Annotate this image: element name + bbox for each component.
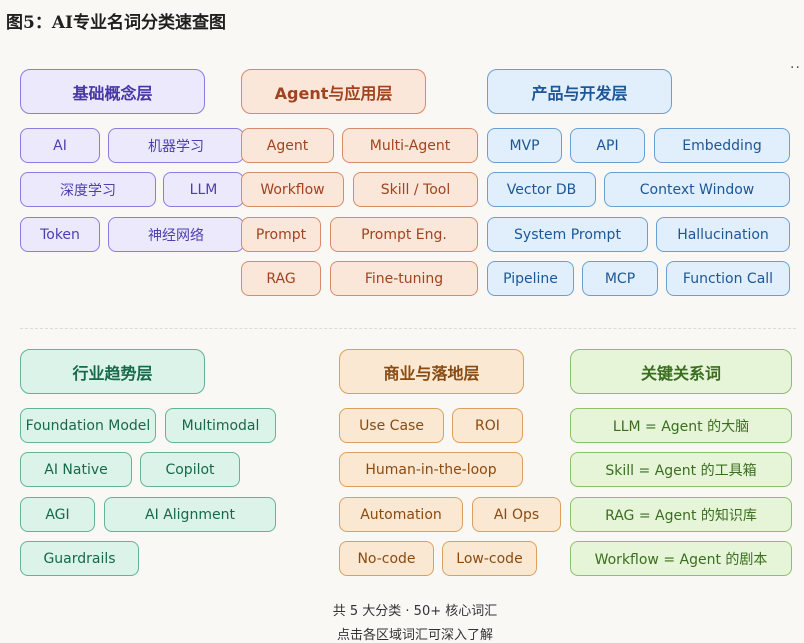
chip-rag[interactable]: RAG xyxy=(241,261,321,296)
chip-api[interactable]: API xyxy=(570,128,645,163)
chip-guardrails[interactable]: Guardrails xyxy=(20,541,139,576)
section-product-header: 产品与开发层 xyxy=(487,69,672,114)
chip-automation[interactable]: Automation xyxy=(339,497,463,532)
chip-roi[interactable]: ROI xyxy=(452,408,523,443)
section-divider xyxy=(20,328,796,329)
chip-token[interactable]: Token xyxy=(20,217,100,252)
chip-agent[interactable]: Agent xyxy=(241,128,334,163)
chip-mvp[interactable]: MVP xyxy=(487,128,562,163)
chip-workflow[interactable]: Workflow xyxy=(241,172,344,207)
chip-ai-native[interactable]: AI Native xyxy=(20,452,132,487)
chip-pipeline[interactable]: Pipeline xyxy=(487,261,574,296)
chip-ai[interactable]: AI xyxy=(20,128,100,163)
chip-system-prompt[interactable]: System Prompt xyxy=(487,217,648,252)
section-agent-header: Agent与应用层 xyxy=(241,69,426,114)
chip-deep-learning[interactable]: 深度学习 xyxy=(20,172,156,207)
chip-function-call[interactable]: Function Call xyxy=(666,261,790,296)
chip-fine-tuning[interactable]: Fine-tuning xyxy=(330,261,478,296)
chip-mcp[interactable]: MCP xyxy=(582,261,658,296)
figure-title: 图5：AI专业名词分类速查图 xyxy=(6,13,226,33)
section-relations-header: 关键关系词 xyxy=(570,349,792,394)
more-options-icon[interactable]: ·· xyxy=(790,60,801,76)
footer-hint: 点击各区域词汇可深入了解 xyxy=(336,628,493,643)
chip-use-case[interactable]: Use Case xyxy=(339,408,444,443)
chip-relation-skill[interactable]: Skill = Agent 的工具箱 xyxy=(570,452,792,487)
chip-embedding[interactable]: Embedding xyxy=(654,128,790,163)
chip-relation-rag[interactable]: RAG = Agent 的知识库 xyxy=(570,497,792,532)
chip-relation-workflow[interactable]: Workflow = Agent 的剧本 xyxy=(570,541,792,576)
chip-skill-tool[interactable]: Skill / Tool xyxy=(353,172,478,207)
chip-ai-alignment[interactable]: AI Alignment xyxy=(104,497,276,532)
chip-foundation-model[interactable]: Foundation Model xyxy=(20,408,156,443)
section-business-header: 商业与落地层 xyxy=(339,349,524,394)
chip-context-window[interactable]: Context Window xyxy=(604,172,790,207)
footer-summary: 共 5 大分类 · 50+ 核心词汇 xyxy=(332,604,498,619)
chip-copilot[interactable]: Copilot xyxy=(140,452,240,487)
section-trend-header: 行业趋势层 xyxy=(20,349,205,394)
chip-vector-db[interactable]: Vector DB xyxy=(487,172,596,207)
chip-ai-ops[interactable]: AI Ops xyxy=(472,497,561,532)
chip-agi[interactable]: AGI xyxy=(20,497,95,532)
chip-low-code[interactable]: Low-code xyxy=(442,541,537,576)
chip-no-code[interactable]: No-code xyxy=(339,541,434,576)
chip-prompt[interactable]: Prompt xyxy=(241,217,321,252)
chip-relation-llm[interactable]: LLM = Agent 的大脑 xyxy=(570,408,792,443)
chip-human-in-the-loop[interactable]: Human-in-the-loop xyxy=(339,452,523,487)
chip-multi-agent[interactable]: Multi-Agent xyxy=(342,128,478,163)
chip-machine-learning[interactable]: 机器学习 xyxy=(108,128,244,163)
chip-multimodal[interactable]: Multimodal xyxy=(165,408,276,443)
chip-hallucination[interactable]: Hallucination xyxy=(656,217,790,252)
section-basic-header: 基础概念层 xyxy=(20,69,205,114)
chip-prompt-eng[interactable]: Prompt Eng. xyxy=(330,217,478,252)
chip-llm[interactable]: LLM xyxy=(163,172,244,207)
chip-neural-network[interactable]: 神经网络 xyxy=(108,217,244,252)
